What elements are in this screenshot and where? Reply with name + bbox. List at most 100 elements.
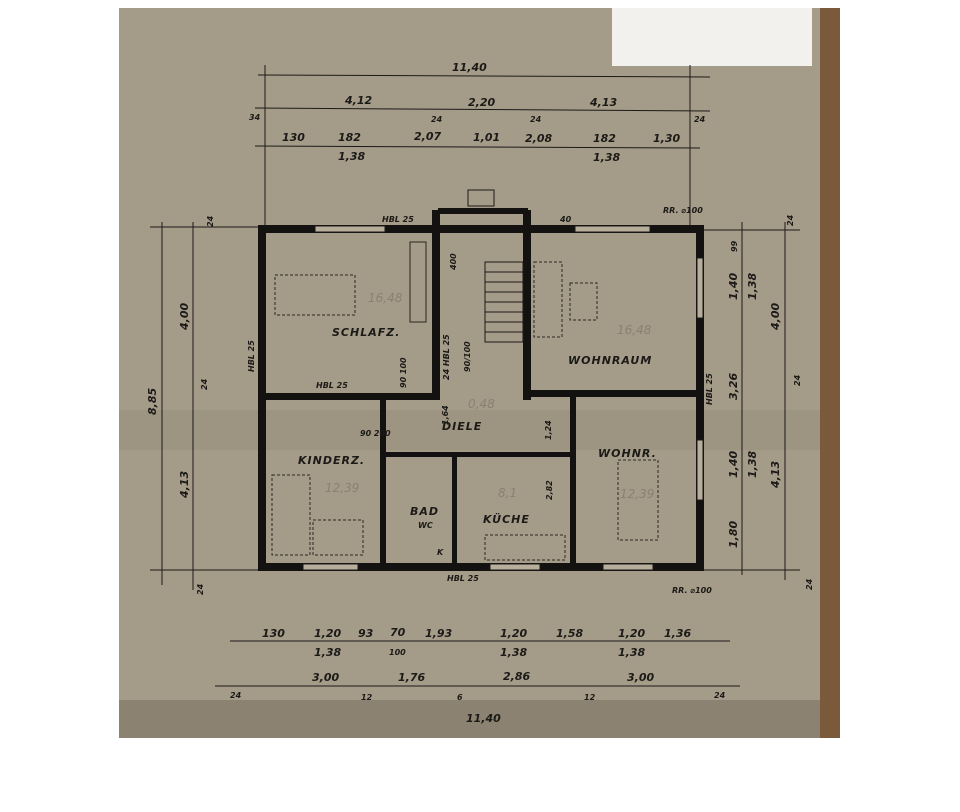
dim: 3,00 bbox=[312, 671, 339, 684]
dim-left: 8,85 24 4,00 24 4,13 24 bbox=[146, 215, 215, 595]
dim: 24 bbox=[694, 115, 706, 124]
room-label-kinderz: KINDERZ. bbox=[298, 454, 365, 467]
door-a: 90/100 bbox=[463, 341, 472, 372]
hbl-top: HBL 25 bbox=[382, 215, 414, 224]
room-area-wohnr: 12,39 bbox=[620, 487, 654, 501]
room-label-schlafz: SCHLAFZ. bbox=[332, 326, 400, 339]
dim: 2,20 bbox=[468, 96, 495, 109]
paper-background bbox=[119, 8, 840, 738]
dim: 100 bbox=[389, 648, 406, 657]
dim: 2,86 bbox=[503, 670, 530, 683]
dim: 4,00 bbox=[178, 303, 191, 331]
kueche-dim: 2,82 bbox=[545, 480, 554, 500]
hbl-bottom: HBL 25 bbox=[447, 574, 479, 583]
door-b: 90 100 bbox=[399, 357, 408, 388]
rr-top: RR. ⌀100 bbox=[663, 206, 703, 215]
dim: 1,01 bbox=[473, 131, 500, 144]
dim: 4,13 bbox=[178, 471, 191, 499]
room-area-schlafz: 16,48 bbox=[368, 291, 403, 305]
dim: 99 bbox=[730, 240, 739, 252]
dim: 1,38 bbox=[500, 646, 527, 659]
dim: 1,58 bbox=[556, 627, 583, 640]
dim: 24 bbox=[206, 215, 215, 227]
paper-fold bbox=[119, 410, 840, 450]
stair-dim: 400 bbox=[449, 253, 458, 271]
dim: 1,38 bbox=[593, 151, 620, 164]
dim: 8,85 bbox=[146, 388, 159, 415]
dim-bottom-total: 11,40 bbox=[466, 712, 501, 725]
dim: 1,93 bbox=[425, 627, 452, 640]
dim: 1,40 bbox=[727, 273, 740, 300]
dim: 2,07 bbox=[414, 130, 441, 143]
wood-edge bbox=[820, 8, 840, 738]
dim: 1,38 bbox=[338, 150, 365, 163]
room-area-wohnraum: 16,48 bbox=[617, 323, 652, 337]
room-area-diele: 0,48 bbox=[468, 397, 495, 411]
room-label-wohnraum: WOHNRAUM bbox=[568, 354, 652, 367]
dim: 12 bbox=[361, 693, 373, 702]
floor-plan: SCHLAFZ. 16,48 WOHNRAUM 16,48 KINDERZ. 1… bbox=[119, 8, 840, 738]
dim: 24 bbox=[230, 691, 242, 700]
dim: 182 bbox=[593, 132, 616, 145]
dim: 1,20 bbox=[618, 627, 645, 640]
staircase[interactable] bbox=[467, 189, 524, 343]
floor-plan-photo: SCHLAFZ. 16,48 WOHNRAUM 16,48 KINDERZ. 1… bbox=[119, 8, 840, 738]
k-label: K bbox=[437, 548, 444, 557]
dim: 4,13 bbox=[769, 461, 782, 489]
room-label-wc: WC bbox=[418, 521, 433, 530]
hbl-right: HBL 25 bbox=[705, 373, 714, 405]
dim: 24 bbox=[530, 115, 542, 124]
chimney-40: 40 bbox=[559, 215, 572, 224]
room-label-diele: DIELE bbox=[442, 420, 482, 433]
hbl-left: HBL 25 bbox=[247, 340, 256, 372]
dim: 12 bbox=[584, 693, 596, 702]
dim: 24 bbox=[714, 691, 726, 700]
room-label-kueche: KÜCHE bbox=[483, 512, 530, 526]
door-d: 1,64 bbox=[441, 405, 450, 425]
dim-bottom-row2: 24 3,00 12 1,76 6 2,86 12 3,00 24 bbox=[230, 670, 726, 702]
dim: 1,36 bbox=[664, 627, 691, 640]
dim: 182 bbox=[338, 131, 361, 144]
dim: 130 bbox=[282, 131, 305, 144]
room-area-kueche: 8,1 bbox=[498, 486, 517, 500]
furniture bbox=[271, 241, 659, 561]
dim: 1,38 bbox=[618, 646, 645, 659]
dim: 24 bbox=[196, 583, 205, 595]
walls bbox=[258, 208, 704, 571]
dim: 6 bbox=[457, 693, 463, 702]
dimension-lines bbox=[150, 65, 800, 687]
room-label-wohnr: WOHNR. bbox=[598, 447, 657, 460]
dim-top-total: 11,40 bbox=[452, 61, 487, 74]
dim: 1,40 bbox=[727, 451, 740, 478]
dim: 4,13 bbox=[589, 96, 617, 109]
dim: 24 bbox=[200, 378, 209, 390]
hbl-mid: HBL 25 bbox=[316, 381, 348, 390]
dim: 3,00 bbox=[627, 671, 654, 684]
dim: 93 bbox=[358, 627, 374, 640]
room-label-bad: BAD bbox=[410, 505, 439, 518]
dim-right: 24 99 1,40 1,38 4,00 3,26 24 1,40 1,38 4… bbox=[727, 214, 814, 590]
dim: 2,08 bbox=[525, 132, 552, 145]
dim: 1,38 bbox=[314, 646, 341, 659]
dim: 1,30 bbox=[653, 132, 680, 145]
door-c: 90 200 bbox=[360, 429, 391, 438]
dim: 3,26 bbox=[727, 373, 740, 400]
dim: 24 bbox=[805, 578, 814, 590]
dim: 1,76 bbox=[398, 671, 425, 684]
stair-note: 24 HBL 25 bbox=[442, 334, 451, 380]
windows bbox=[302, 225, 704, 571]
white-paper-corner bbox=[612, 8, 812, 66]
dim: 4,12 bbox=[344, 94, 372, 107]
dim: 1,20 bbox=[500, 627, 527, 640]
dim-bottom-row1: 130 1,20 1,38 93 70 100 1,93 1,20 1,38 1… bbox=[262, 626, 691, 659]
paper-shadow bbox=[119, 700, 840, 738]
dim: 34 bbox=[249, 113, 261, 122]
dim-top-row2: 130 182 1,38 2,07 1,01 2,08 182 1,38 1,3… bbox=[282, 130, 680, 164]
dim: 1,80 bbox=[727, 521, 740, 548]
room-area-kinderz: 12,39 bbox=[325, 481, 359, 495]
dim: 1,20 bbox=[314, 627, 341, 640]
rr-bottom: RR. ⌀100 bbox=[672, 586, 712, 595]
dim: 130 bbox=[262, 627, 285, 640]
dim: 1,38 bbox=[746, 451, 759, 478]
door-e: 1,24 bbox=[544, 420, 553, 440]
